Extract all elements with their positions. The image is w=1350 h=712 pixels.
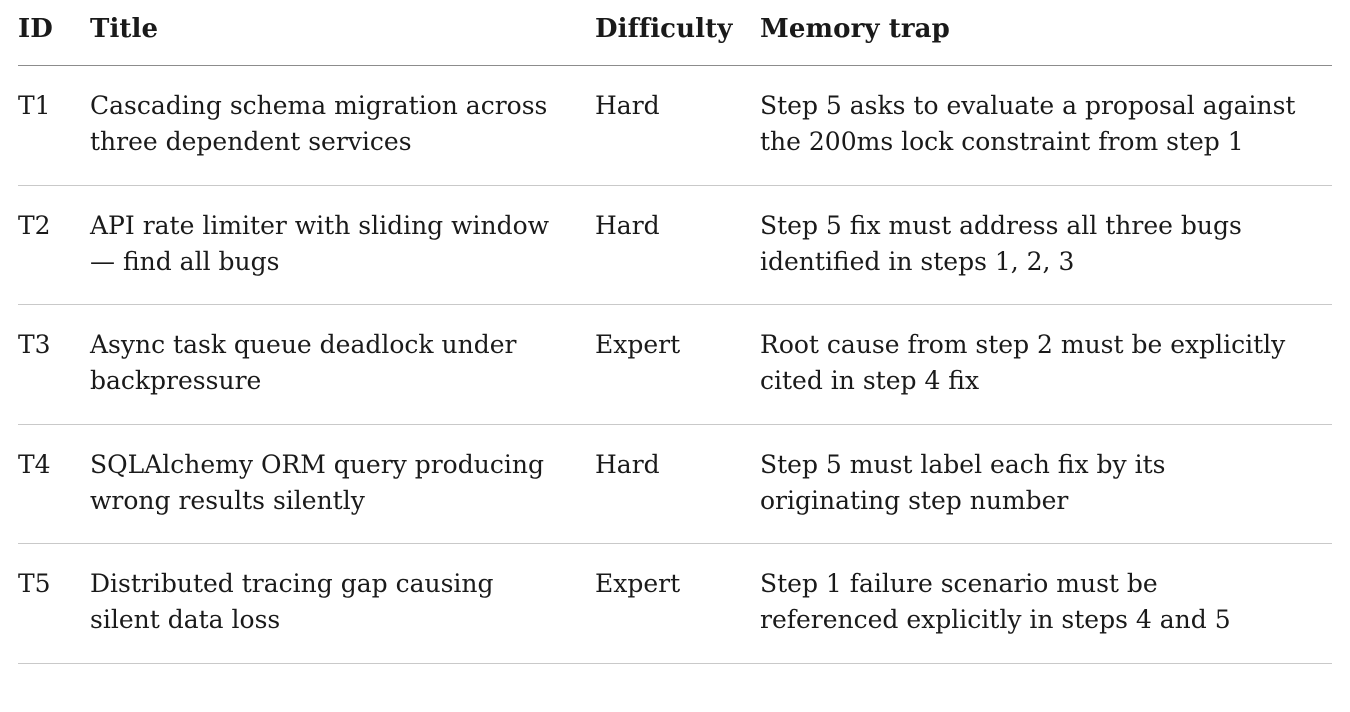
table-row: T1 Cascading schema migration across thr… [18,65,1332,186]
table-row: T5 Distributed tracing gap causing silen… [18,543,1332,664]
column-header-title: Title [90,0,595,67]
cell-memory-trap: Step 5 fix must address all three bugs i… [760,185,1332,306]
cell-difficulty: Hard [595,185,760,306]
table-body: T1 Cascading schema migration across thr… [18,65,1332,664]
cell-difficulty: Hard [595,424,760,545]
cell-id: T5 [18,543,90,664]
cell-title: Cascading schema migration across three … [90,65,595,186]
cell-difficulty: Expert [595,543,760,664]
column-header-memory-trap: Memory trap [760,0,1332,67]
table-row: T4 SQLAlchemy ORM query producing wrong … [18,424,1332,545]
table-row: T3 Async task queue deadlock under backp… [18,304,1332,425]
cell-memory-trap: Step 5 asks to evaluate a proposal again… [760,65,1332,186]
cell-title: SQLAlchemy ORM query producing wrong res… [90,424,595,545]
cell-title: Async task queue deadlock under backpres… [90,304,595,425]
cell-id: T4 [18,424,90,545]
cell-memory-trap: Step 1 failure scenario must be referenc… [760,543,1332,664]
cell-id: T1 [18,65,90,186]
table-header-row: ID Title Difficulty Memory trap [18,0,1332,67]
cell-memory-trap: Root cause from step 2 must be explicitl… [760,304,1332,425]
table-header: ID Title Difficulty Memory trap [18,0,1332,67]
cell-id: T2 [18,185,90,306]
cell-id: T3 [18,304,90,425]
task-table-container: ID Title Difficulty Memory trap T1 Casca… [18,0,1332,664]
cell-memory-trap: Step 5 must label each fix by its origin… [760,424,1332,545]
cell-title: API rate limiter with sliding window — f… [90,185,595,306]
cell-difficulty: Expert [595,304,760,425]
column-header-difficulty: Difficulty [595,0,760,67]
cell-title: Distributed tracing gap causing silent d… [90,543,595,664]
task-table: ID Title Difficulty Memory trap T1 Casca… [18,0,1332,664]
table-row: T2 API rate limiter with sliding window … [18,185,1332,306]
column-header-id: ID [18,0,90,67]
cell-difficulty: Hard [595,65,760,186]
